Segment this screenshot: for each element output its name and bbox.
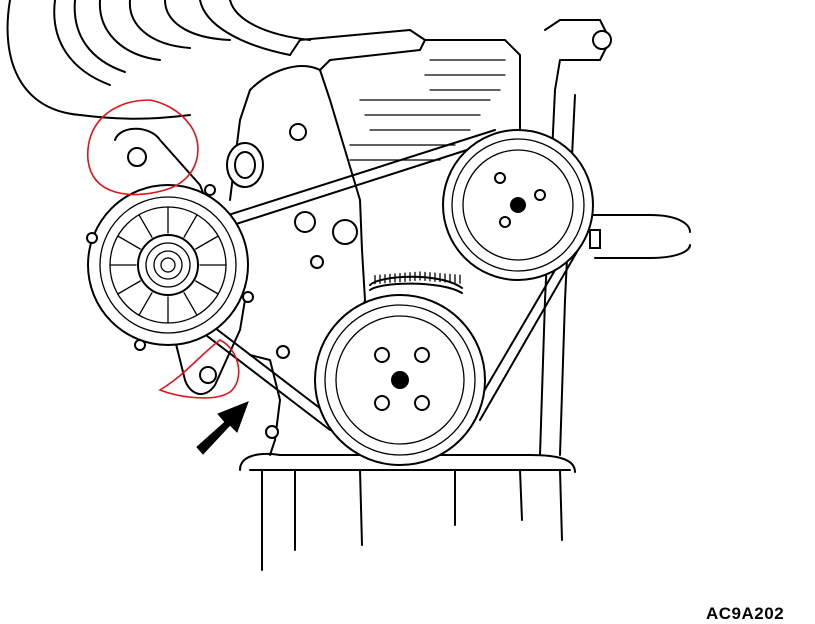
fan-spoke <box>138 214 153 238</box>
water-pump-pulley <box>442 129 594 281</box>
lower-bolt-highlight <box>158 339 240 399</box>
oil-pan <box>239 452 576 571</box>
arrow-icon <box>196 401 249 455</box>
intake-tubes <box>6 0 426 120</box>
reference-code: AC9A202 <box>706 604 785 623</box>
fan-spoke <box>138 292 153 316</box>
upper-bolt-hole <box>127 147 147 167</box>
engine-block <box>226 19 691 456</box>
crankshaft-pulley <box>314 294 486 466</box>
bolt-highlight-marks <box>87 99 240 399</box>
fan-spoke <box>183 292 198 316</box>
alternator <box>86 184 249 346</box>
fan-spoke <box>183 214 198 238</box>
lower-bolt-hole <box>199 366 217 384</box>
fan-spoke <box>117 235 141 250</box>
fan-spoke <box>117 280 141 295</box>
fan-spoke <box>195 280 219 295</box>
fan-spoke <box>195 235 219 250</box>
timing-scale <box>369 271 463 294</box>
upper-bolt-highlight <box>87 99 199 196</box>
